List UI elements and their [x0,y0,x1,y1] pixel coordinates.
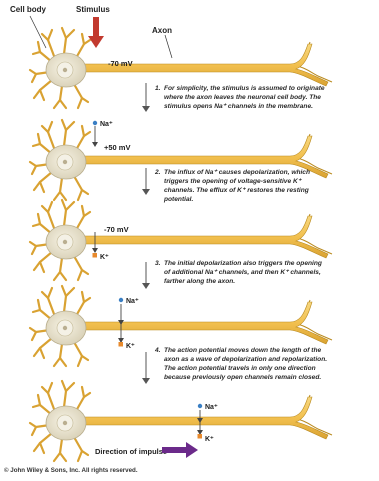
svg-text:1.: 1. [155,85,161,92]
step-2-text: 2. The influx of Na⁺ causes depolarizati… [154,169,310,203]
svg-text:For simplicity, the stimulus i: For simplicity, the stimulus is assumed … [164,85,325,92]
svg-text:3.: 3. [155,260,161,267]
svg-text:farther along the axon.: farther along the axon. [164,278,235,285]
svg-text:The action potential moves dow: The action potential moves down the leng… [164,347,321,354]
svg-text:of additional Na⁺ channels, an: of additional Na⁺ channels, and then K⁺ … [164,269,321,276]
step-1-text: 1. For simplicity, the stimulus is assum… [155,85,325,110]
voltage-label-1: -70 mV [108,59,133,68]
na-label-5: Na⁺ [205,404,218,411]
svg-text:where the axon leaves the neur: where the axon leaves the neuronal cell … [164,94,321,101]
axon-pointer [165,35,172,58]
direction-label: Direction of impulse [95,447,167,456]
voltage-label-3: -70 mV [104,225,129,234]
down-arrow-icon [142,83,150,112]
axon-label: Axon [152,26,172,35]
svg-text:4.: 4. [154,347,161,354]
k-ion-icon [198,434,203,439]
down-arrow-icon [142,168,150,195]
svg-text:triggers the opening of voltag: triggers the opening of voltage-sensitiv… [164,178,303,185]
svg-text:because previously open channe: because previously open channels remain … [164,374,321,381]
na-ion-icon [119,298,123,302]
svg-text:stimulus opens Na⁺ channels in: stimulus opens Na⁺ channels in the membr… [164,103,313,110]
down-arrow-icon [142,352,150,384]
step-4-text: 4. The action potential moves down the l… [154,347,327,381]
k-label-3: K⁺ [100,254,109,261]
svg-text:The influx of Na⁺ causes depol: The influx of Na⁺ causes depolarization,… [164,169,310,176]
svg-text:axon as a wave of depolarizati: axon as a wave of depolarization and rep… [164,356,327,363]
svg-text:The action potential travels i: The action potential travels in only one… [164,365,316,372]
na-ion-icon [198,404,202,408]
na-label-2: Na⁺ [100,121,113,128]
svg-text:2.: 2. [154,169,161,176]
k-label-5: K⁺ [205,436,214,443]
down-arrow-icon [142,262,150,289]
direction-arrow-icon [162,442,198,458]
na-ion-icon [93,121,97,125]
k-ion-icon [119,342,124,347]
stimulus-arrow-icon [88,17,104,48]
copyright-text: © John Wiley & Sons, Inc. All rights res… [4,467,138,474]
svg-text:channels. The efflux of K⁺ res: channels. The efflux of K⁺ restores the … [164,187,309,194]
cell-body-label: Cell body [10,5,47,14]
voltage-label-2: +50 mV [104,143,130,152]
svg-text:potential.: potential. [163,196,193,203]
neuron-3: -70 mV K⁺ [30,200,332,280]
neuron-4: Na⁺ K⁺ [30,286,332,366]
stimulus-label: Stimulus [76,5,110,14]
step-3-text: 3. The initial depolarization also trigg… [155,260,322,285]
svg-text:The initial depolarization als: The initial depolarization also triggers… [164,260,322,267]
k-ion-icon [93,253,98,258]
k-label-4: K⁺ [126,343,135,350]
na-label-4: Na⁺ [126,298,139,305]
